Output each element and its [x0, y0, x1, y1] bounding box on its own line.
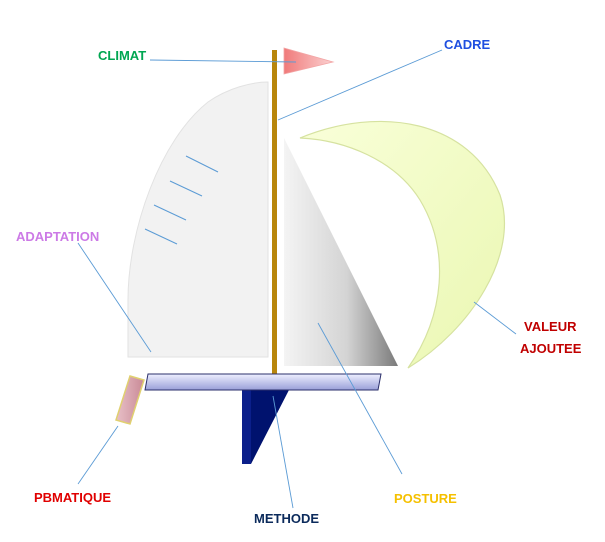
- keel: [242, 388, 290, 464]
- rudder-board: [115, 375, 145, 425]
- leader-line-pbmatique: [77, 425, 119, 485]
- leader-line-valeur: [473, 301, 517, 335]
- label-cadre: CADRE: [444, 37, 491, 52]
- mast: [272, 50, 277, 374]
- leader-line-methode: [272, 395, 294, 509]
- leader-line-adaptation: [77, 242, 152, 353]
- label-methode: METHODE: [254, 511, 319, 526]
- label-climat: CLIMAT: [98, 48, 146, 63]
- flag: [283, 47, 335, 75]
- sail-battens: [144, 155, 219, 245]
- leader-line-climat: [149, 59, 297, 63]
- main-sail: [127, 81, 269, 358]
- label-adaptation: ADAPTATION: [16, 229, 99, 244]
- leader-line-posture: [317, 322, 403, 475]
- hull: [144, 373, 382, 391]
- label-valeur: VALEUR: [524, 319, 577, 334]
- leader-line-cadre: [277, 49, 443, 121]
- label-pbmatique: PBMATIQUE: [34, 490, 111, 505]
- jib-sail: [284, 138, 398, 366]
- leader-lines: [77, 49, 517, 509]
- label-posture: POSTURE: [394, 491, 457, 506]
- spinnaker-sail: [299, 120, 505, 369]
- label-ajoutee: AJOUTEE: [520, 341, 582, 356]
